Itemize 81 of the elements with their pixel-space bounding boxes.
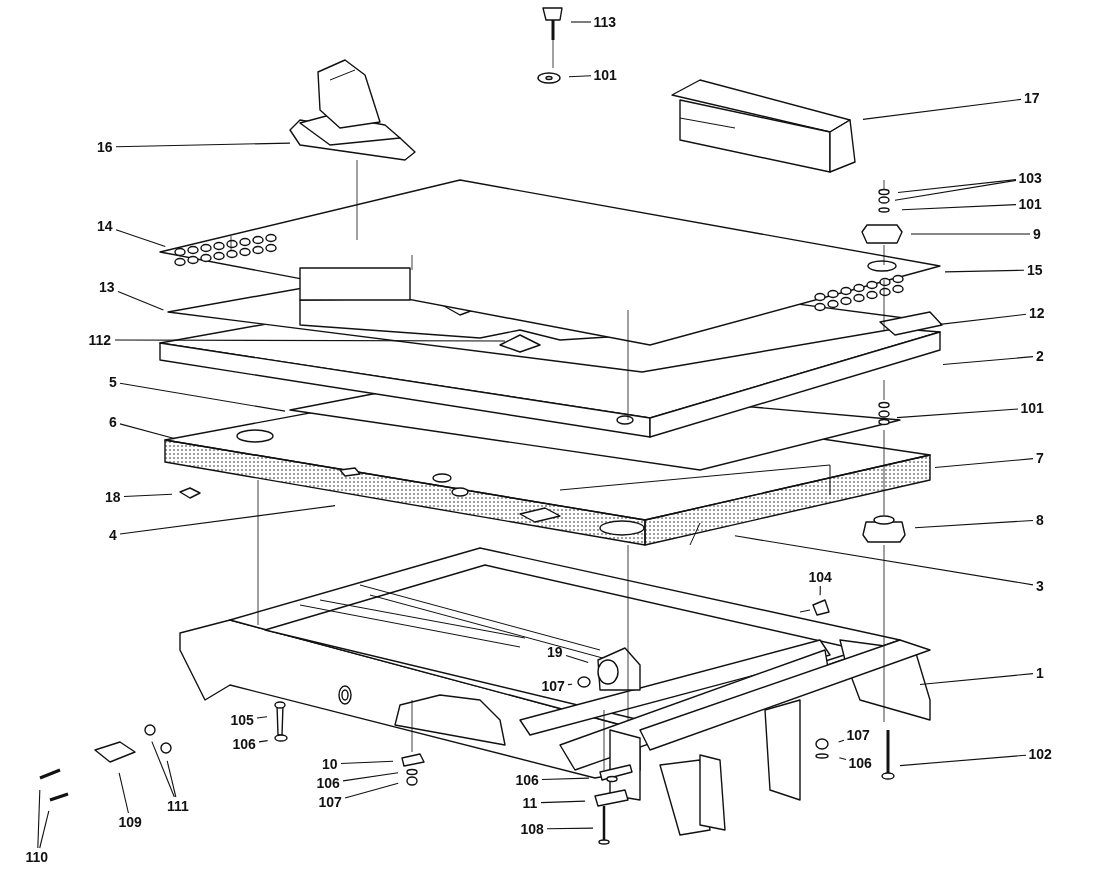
leader-line [567, 683, 573, 686]
callout-number: 1 [1035, 665, 1045, 681]
callout-number: 107 [845, 727, 871, 743]
leader-line [919, 673, 1034, 686]
leader-line [899, 754, 1027, 767]
leader-line [117, 290, 164, 311]
callout-number: 101 [1017, 196, 1043, 212]
leader-line [838, 757, 847, 760]
callout-number: 108 [519, 821, 545, 837]
leader-line [540, 800, 586, 804]
leader-line [896, 408, 1019, 419]
leader-line [119, 423, 176, 440]
leader-line [541, 777, 590, 781]
leader-line [166, 760, 177, 798]
leader-line [342, 772, 399, 782]
callout-number: 107 [540, 678, 566, 694]
callout-number: 4 [108, 527, 118, 543]
callout-number: 105 [229, 712, 255, 728]
leader-line [151, 741, 175, 798]
callout-number: 5 [108, 374, 118, 390]
leader-line [344, 782, 399, 799]
callout-number: 106 [514, 772, 540, 788]
callout-number: 102 [1027, 746, 1053, 762]
leader-line [910, 233, 1031, 235]
callout-number: 104 [807, 569, 833, 585]
callout-number: 18 [104, 489, 122, 505]
leader-line [838, 739, 845, 743]
callout-number: 7 [1035, 450, 1045, 466]
callout-number: 101 [592, 67, 618, 83]
leader-line [37, 789, 41, 849]
callout-number: 12 [1028, 305, 1046, 321]
leader-line [340, 760, 394, 765]
leader-line [942, 356, 1034, 366]
callout-number: 9 [1032, 226, 1042, 242]
callout-number: 106 [231, 736, 257, 752]
callout-number: 113 [592, 14, 618, 30]
leader-line [258, 740, 269, 743]
leader-line [934, 458, 1034, 469]
callout-number: 101 [1019, 400, 1045, 416]
leader-line [119, 382, 286, 412]
leader-line [901, 204, 1017, 211]
callout-number: 109 [117, 814, 143, 830]
callout-number: 8 [1035, 512, 1045, 528]
callout-number: 112 [87, 332, 113, 348]
leader-line [118, 772, 129, 814]
leader-line [570, 21, 592, 23]
callout-number: 6 [108, 414, 118, 430]
leader-line [115, 229, 166, 247]
leader-line [565, 654, 589, 664]
leader-line [546, 827, 594, 830]
leader-line [734, 535, 1034, 586]
leader-line [944, 269, 1025, 273]
callout-number: 107 [317, 794, 343, 810]
callout-number: 3 [1035, 578, 1045, 594]
callout-number: 11 [521, 795, 539, 811]
callout-number: 106 [847, 755, 873, 771]
leader-line [894, 179, 1017, 201]
leader-line [39, 810, 50, 849]
callout-number: 103 [1017, 170, 1043, 186]
callout-number: 10 [321, 756, 339, 772]
callout-number: 19 [546, 644, 564, 660]
callout-number: 106 [315, 775, 341, 791]
leader-line [914, 519, 1034, 529]
callout-number: 2 [1035, 348, 1045, 364]
callout-number: 111 [166, 798, 190, 814]
leader-line [939, 313, 1027, 325]
leader-line [115, 142, 291, 148]
callout-number: 16 [96, 139, 114, 155]
leader-line [114, 339, 506, 342]
leader-line [568, 75, 592, 78]
leader-line [123, 493, 173, 498]
callout-number: 17 [1023, 90, 1041, 106]
callout-number: 13 [98, 279, 116, 295]
leader-line [119, 505, 336, 535]
leader-line [897, 179, 1017, 193]
leader-line [256, 716, 268, 719]
leader-line [819, 585, 821, 596]
callout-number: 110 [24, 849, 50, 865]
callout-number: 14 [96, 218, 114, 234]
leader-line [862, 98, 1022, 120]
callout-number: 15 [1026, 262, 1044, 278]
